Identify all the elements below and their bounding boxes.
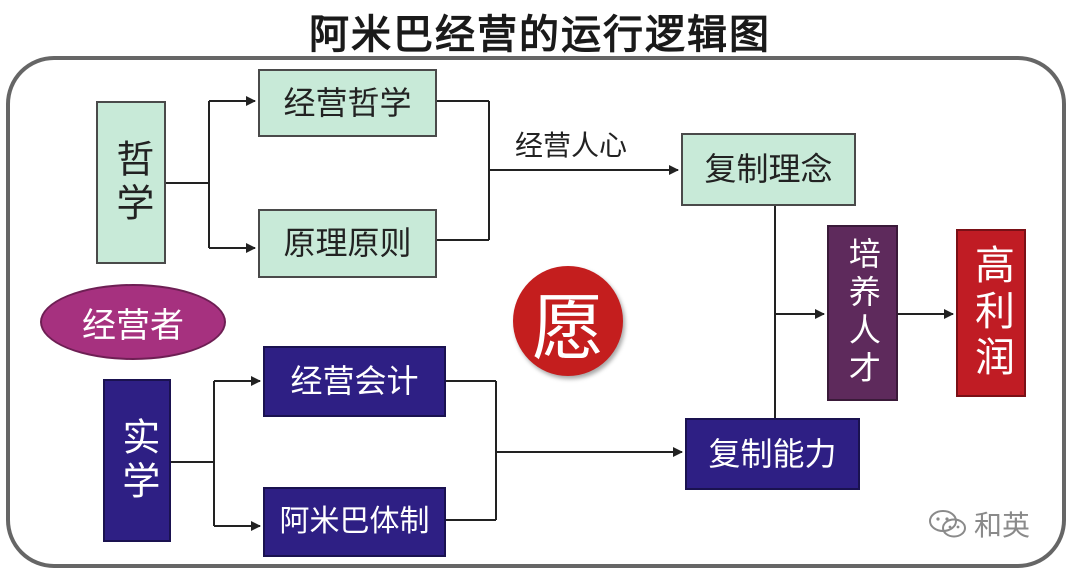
wechat-icon	[929, 510, 966, 538]
box-amoeba-system-label: 阿米巴体制	[279, 503, 430, 539]
box-copy-concept: 复制理念	[681, 133, 856, 206]
box-principles-label: 原理原则	[283, 224, 412, 263]
oval-manager: 经营者	[40, 284, 226, 360]
box-amoeba-system: 阿米巴体制	[263, 487, 446, 557]
box-practice: 实学	[103, 379, 171, 542]
box-copy-concept-label: 复制理念	[704, 150, 833, 189]
box-practice-label: 实学	[115, 416, 160, 505]
box-management-philosophy: 经营哲学	[258, 69, 437, 137]
watermark: 和英	[928, 504, 1030, 544]
box-high-profit: 高利润	[956, 229, 1026, 397]
box-philosophy: 哲学	[96, 101, 166, 264]
box-copy-ability: 复制能力	[685, 418, 860, 490]
box-high-profit-label: 高利润	[968, 244, 1014, 382]
box-management-philosophy-label: 经营哲学	[283, 83, 412, 122]
box-principles: 原理原则	[258, 209, 437, 278]
diagram-title: 阿米巴经营的运行逻辑图	[309, 12, 771, 58]
box-copy-ability-label: 复制能力	[708, 434, 837, 473]
box-philosophy-label: 哲学	[109, 138, 154, 227]
box-management-accounting: 经营会计	[263, 346, 446, 417]
label-hearts: 经营人心	[515, 129, 628, 162]
box-management-accounting-label: 经营会计	[290, 362, 419, 401]
wish-circle: 愿	[513, 266, 623, 376]
box-cultivate-talent: 培养人才	[827, 225, 898, 401]
box-cultivate-talent-label: 培养人才	[843, 237, 882, 389]
watermark-text: 和英	[974, 509, 1031, 542]
